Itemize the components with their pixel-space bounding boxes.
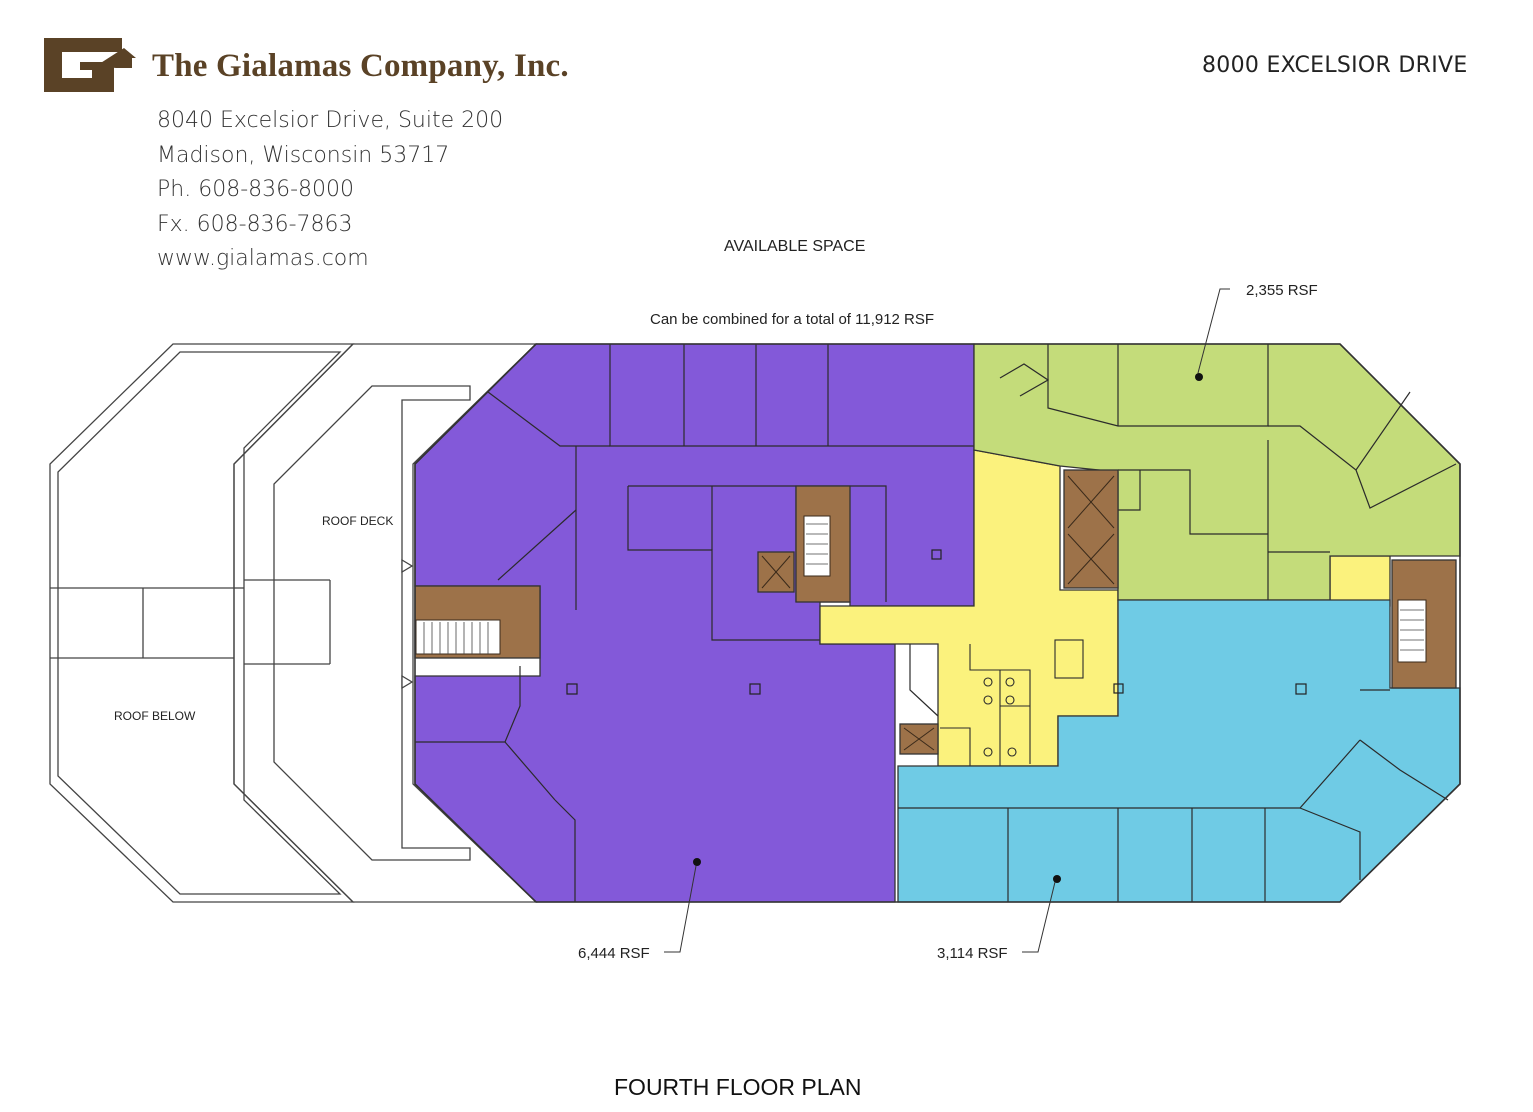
roof-below-area [49,343,355,903]
column-marker [566,549,942,695]
roof-deck-label: ROOF DECK [322,514,393,528]
building-address: 8000 EXCELSIOR DRIVE [1202,53,1468,78]
elevator-bank [1063,469,1119,589]
company-name: The Gialamas Company, Inc. [152,48,569,84]
address-line: 8040 Excelsior Drive, Suite 200 [157,108,504,133]
suite-green-rsf: 2,355 RSF [1246,282,1318,299]
website-link[interactable]: www.gialamas.com [157,246,369,271]
company-logo-icon [44,38,136,92]
perimeter-wall [414,343,1461,903]
column-marker [1113,683,1307,695]
address-line: Madison, Wisconsin 53717 [157,142,450,168]
suite-blue-rsf: 3,114 RSF [937,945,1008,962]
suite-purple-rsf: 6,444 RSF [578,945,650,962]
leader-lines [664,288,1230,953]
company-address: 8040 Excelsior Drive, Suite 200 Madison,… [157,104,503,277]
plan-title: FOURTH FLOOR PLAN [614,1074,862,1100]
phone-line: Ph. 608-836-8000 [157,177,355,202]
fax-line: Fx. 608-836-7863 [157,211,353,237]
building-core [414,469,1457,755]
roof-below-label: ROOF BELOW [114,709,196,723]
combined-total-note: Can be combined for a total of 11,912 RS… [650,311,935,328]
available-space-label: AVAILABLE SPACE [724,238,866,255]
